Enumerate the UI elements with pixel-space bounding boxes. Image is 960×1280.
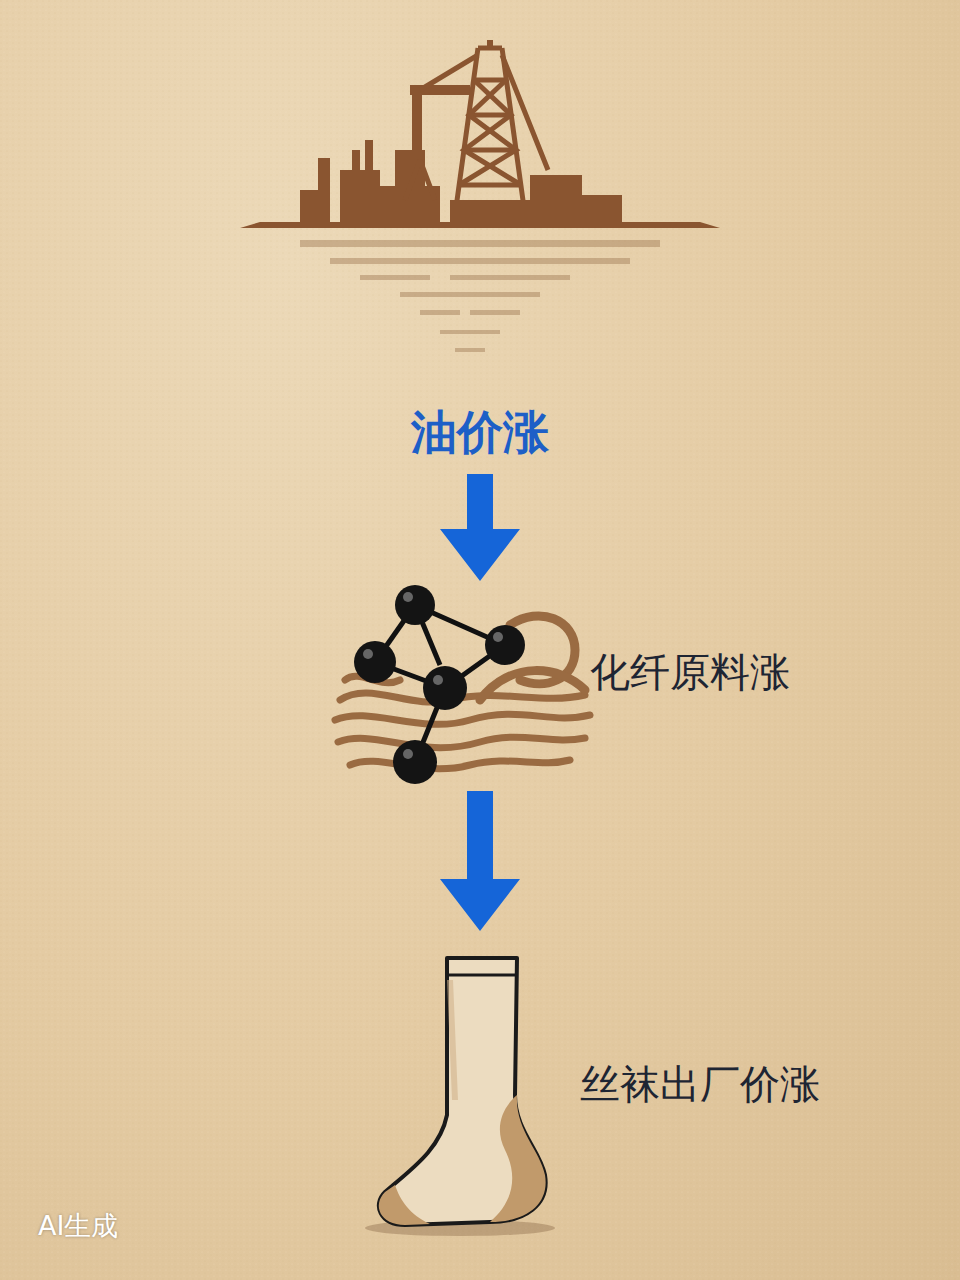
flow-arrow	[440, 474, 520, 581]
step-node: 化纤原料涨	[330, 585, 850, 785]
step-label: 丝袜出厂价涨	[580, 1057, 820, 1112]
step-node: 丝袜出厂价涨	[370, 935, 870, 1235]
headline-node: 油价涨	[403, 398, 557, 468]
watermark: AI生成	[38, 1208, 118, 1244]
sock	[365, 958, 555, 1236]
oil-rig	[240, 40, 720, 228]
fibre-strands	[335, 616, 590, 769]
molecule	[354, 585, 525, 784]
rig-reflection	[300, 240, 660, 352]
step-label: 化纤原料涨	[590, 645, 790, 700]
flow-arrow	[440, 791, 520, 931]
step-label: 油价涨	[403, 398, 557, 468]
